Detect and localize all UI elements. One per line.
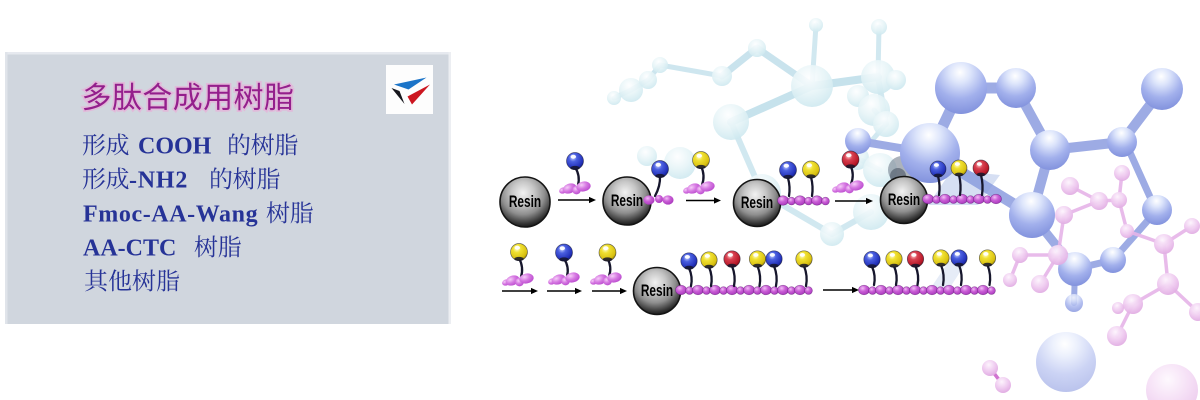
svg-text:Resin: Resin — [641, 282, 673, 300]
svg-text:COOH: COOH — [138, 134, 212, 160]
svg-text:-NH2: -NH2 — [129, 168, 188, 194]
svg-text:Fmoc-AA-Wang: Fmoc-AA-Wang — [83, 202, 258, 228]
svg-text:Resin: Resin — [611, 192, 643, 210]
svg-text:AA-CTC: AA-CTC — [83, 236, 176, 262]
svg-text:Resin: Resin — [509, 193, 541, 211]
svg-text:Resin: Resin — [888, 191, 920, 209]
svg-text:Resin: Resin — [741, 194, 773, 212]
